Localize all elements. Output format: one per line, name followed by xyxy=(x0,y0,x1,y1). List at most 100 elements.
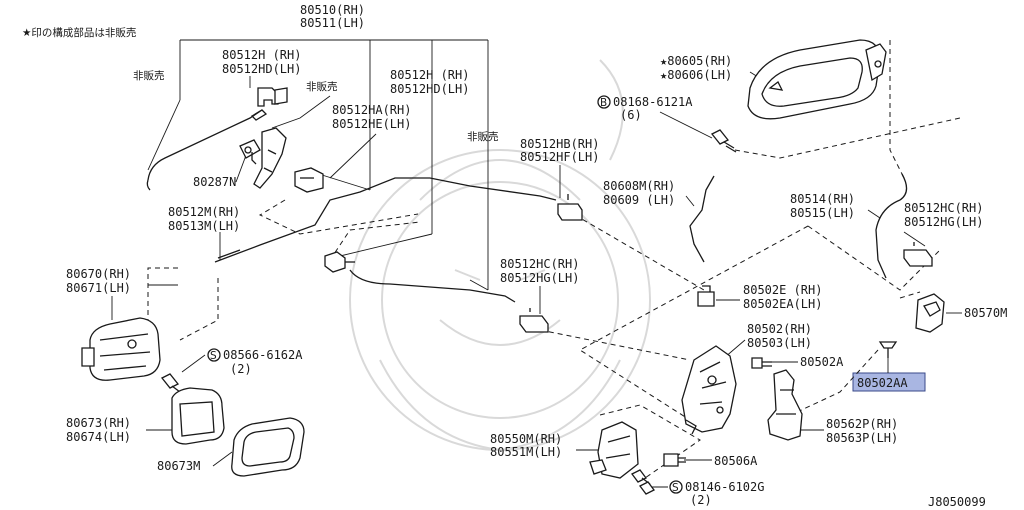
svg-text:80514(RH): 80514(RH) xyxy=(790,192,855,206)
bushing-80502e xyxy=(697,285,715,307)
label-80514: 80514(RH) 80515(LH) xyxy=(790,192,855,220)
rod-clip-upper xyxy=(253,127,324,193)
svg-text:B: B xyxy=(600,97,607,109)
label-hihanbai-c: 非販売 xyxy=(467,130,499,143)
striker-80570m xyxy=(915,293,945,333)
label-80673m: 80673M xyxy=(157,459,200,473)
svg-text:S: S xyxy=(672,482,679,494)
clip-rod-mid xyxy=(324,251,355,273)
svg-text:80512HG(LH): 80512HG(LH) xyxy=(500,271,579,285)
svg-text:80512HG(LH): 80512HG(LH) xyxy=(904,215,983,229)
actuator-80562p xyxy=(767,369,803,441)
cable-80510 xyxy=(146,109,268,191)
label-80512hc-a: 80512HC(RH) 80512HG(LH) xyxy=(904,201,983,229)
svg-text:80512HF(LH): 80512HF(LH) xyxy=(520,150,599,164)
label-80502a: 80502A xyxy=(800,355,844,369)
label-hihanbai-a: 非販売 xyxy=(133,69,165,82)
clip-80512hc-lower xyxy=(519,308,549,333)
label-80512h-b: 80512H (RH) 80512HD(LH) xyxy=(390,68,469,96)
svg-text:80512HB(RH): 80512HB(RH) xyxy=(520,137,599,151)
svg-text:80608M(RH): 80608M(RH) xyxy=(603,179,675,193)
svg-text:S: S xyxy=(210,350,217,362)
svg-text:(6): (6) xyxy=(620,108,642,122)
svg-text:08146-6102G: 08146-6102G xyxy=(685,480,764,494)
leader-lines xyxy=(111,39,962,488)
svg-text:80512H (RH): 80512H (RH) xyxy=(222,48,301,62)
svg-text:80563P(LH): 80563P(LH) xyxy=(826,431,898,445)
svg-text:08168-6121A: 08168-6121A xyxy=(613,95,693,109)
svg-text:★80605(RH): ★80605(RH) xyxy=(660,54,732,68)
label-80287n: 80287N xyxy=(193,175,236,189)
svg-text:80502E (RH): 80502E (RH) xyxy=(743,283,822,297)
svg-text:80512HD(LH): 80512HD(LH) xyxy=(222,62,301,76)
label-08566: S 08566-6162A (2) xyxy=(207,348,303,376)
svg-text:80512HC(RH): 80512HC(RH) xyxy=(500,257,579,271)
svg-text:80512HE(LH): 80512HE(LH) xyxy=(332,117,411,131)
svg-text:80512M(RH): 80512M(RH) xyxy=(168,205,240,219)
svg-text:80551M(LH): 80551M(LH) xyxy=(490,445,562,459)
screw-80502a xyxy=(751,357,772,369)
inside-handle-80670 xyxy=(81,317,161,381)
svg-text:80512H (RH): 80512H (RH) xyxy=(390,68,469,82)
screw-80502aa xyxy=(878,341,898,358)
screw-08146 xyxy=(631,469,655,495)
s-circle-marker-2 xyxy=(669,480,683,494)
escutcheon-80673 xyxy=(171,387,225,445)
label-80512hb: 80512HB(RH) 80512HF(LH) xyxy=(520,137,599,164)
label-80570m: 80570M xyxy=(964,306,1007,320)
label-80550m: 80550M(RH) 80551M(LH) xyxy=(490,432,562,459)
diagram-id: J8050099 xyxy=(928,495,986,509)
clip-80512h-upper xyxy=(257,87,288,107)
screw-80506a xyxy=(663,453,686,467)
svg-text:80510(RH): 80510(RH) xyxy=(300,3,365,17)
label-80506a: 80506A xyxy=(714,454,758,468)
label-hihanbai-b: 非販売 xyxy=(306,80,338,93)
svg-text:★80606(LH): ★80606(LH) xyxy=(660,68,732,82)
label-80673: 80673(RH) 80674(LH) xyxy=(66,416,131,444)
clip-80512hb xyxy=(557,194,583,221)
rod-80608m xyxy=(689,175,715,263)
cable-lower xyxy=(349,269,516,303)
label-08146: S 08146-6102G (2) xyxy=(669,480,764,507)
label-80502e: 80502E (RH) 80502EA(LH) xyxy=(743,283,822,311)
svg-text:80502AA: 80502AA xyxy=(857,376,908,390)
svg-text:(2): (2) xyxy=(690,493,712,507)
svg-text:(2): (2) xyxy=(230,362,252,376)
clip-80287n xyxy=(239,139,261,165)
rod-80512m xyxy=(214,177,557,263)
clip-80512hc-upper xyxy=(903,242,933,267)
svg-text:80562P(RH): 80562P(RH) xyxy=(826,417,898,431)
highlight-box xyxy=(852,372,926,392)
svg-text:80502EA(LH): 80502EA(LH) xyxy=(743,297,822,311)
svg-text:80609 (LH): 80609 (LH) xyxy=(603,193,675,207)
label-80608m: 80608M(RH) 80609 (LH) xyxy=(603,179,675,207)
svg-text:80511(LH): 80511(LH) xyxy=(300,16,365,30)
label-80605: ★80605(RH) ★80606(LH) xyxy=(660,54,732,82)
svg-text:80673(RH): 80673(RH) xyxy=(66,416,131,430)
svg-text:80513M(LH): 80513M(LH) xyxy=(168,219,240,233)
cable-80514 xyxy=(875,173,908,279)
svg-text:80674(LH): 80674(LH) xyxy=(66,430,131,444)
svg-text:80512HC(RH): 80512HC(RH) xyxy=(904,201,983,215)
label-80512h-a: 80512H (RH) 80512HD(LH) xyxy=(222,48,301,76)
label-80512m: 80512M(RH) 80513M(LH) xyxy=(168,205,240,233)
note-text: ★印の構成部品は非販売 xyxy=(22,26,136,39)
svg-text:80550M(RH): 80550M(RH) xyxy=(490,432,562,446)
svg-text:80515(LH): 80515(LH) xyxy=(790,206,855,220)
svg-text:80512HA(RH): 80512HA(RH) xyxy=(332,103,411,117)
label-80502: 80502(RH) 80503(LH) xyxy=(747,322,812,350)
s-circle-marker xyxy=(207,348,221,362)
label-80512ha: 80512HA(RH) 80512HE(LH) xyxy=(332,103,411,131)
label-80562p: 80562P(RH) 80563P(LH) xyxy=(826,417,898,445)
actuator-80550m xyxy=(589,421,639,479)
screw-08566 xyxy=(160,373,181,393)
svg-text:80503(LH): 80503(LH) xyxy=(747,336,812,350)
label-08168: B 08168-6121A (6) xyxy=(597,95,693,122)
label-80510: 80510(RH) 80511(LH) xyxy=(300,3,365,30)
bezel-80673m xyxy=(231,417,305,477)
label-80512hc-b: 80512HC(RH) 80512HG(LH) xyxy=(500,257,579,285)
svg-text:08566-6162A: 08566-6162A xyxy=(223,348,303,362)
label-80502aa[interactable]: 80502AA xyxy=(852,372,926,392)
